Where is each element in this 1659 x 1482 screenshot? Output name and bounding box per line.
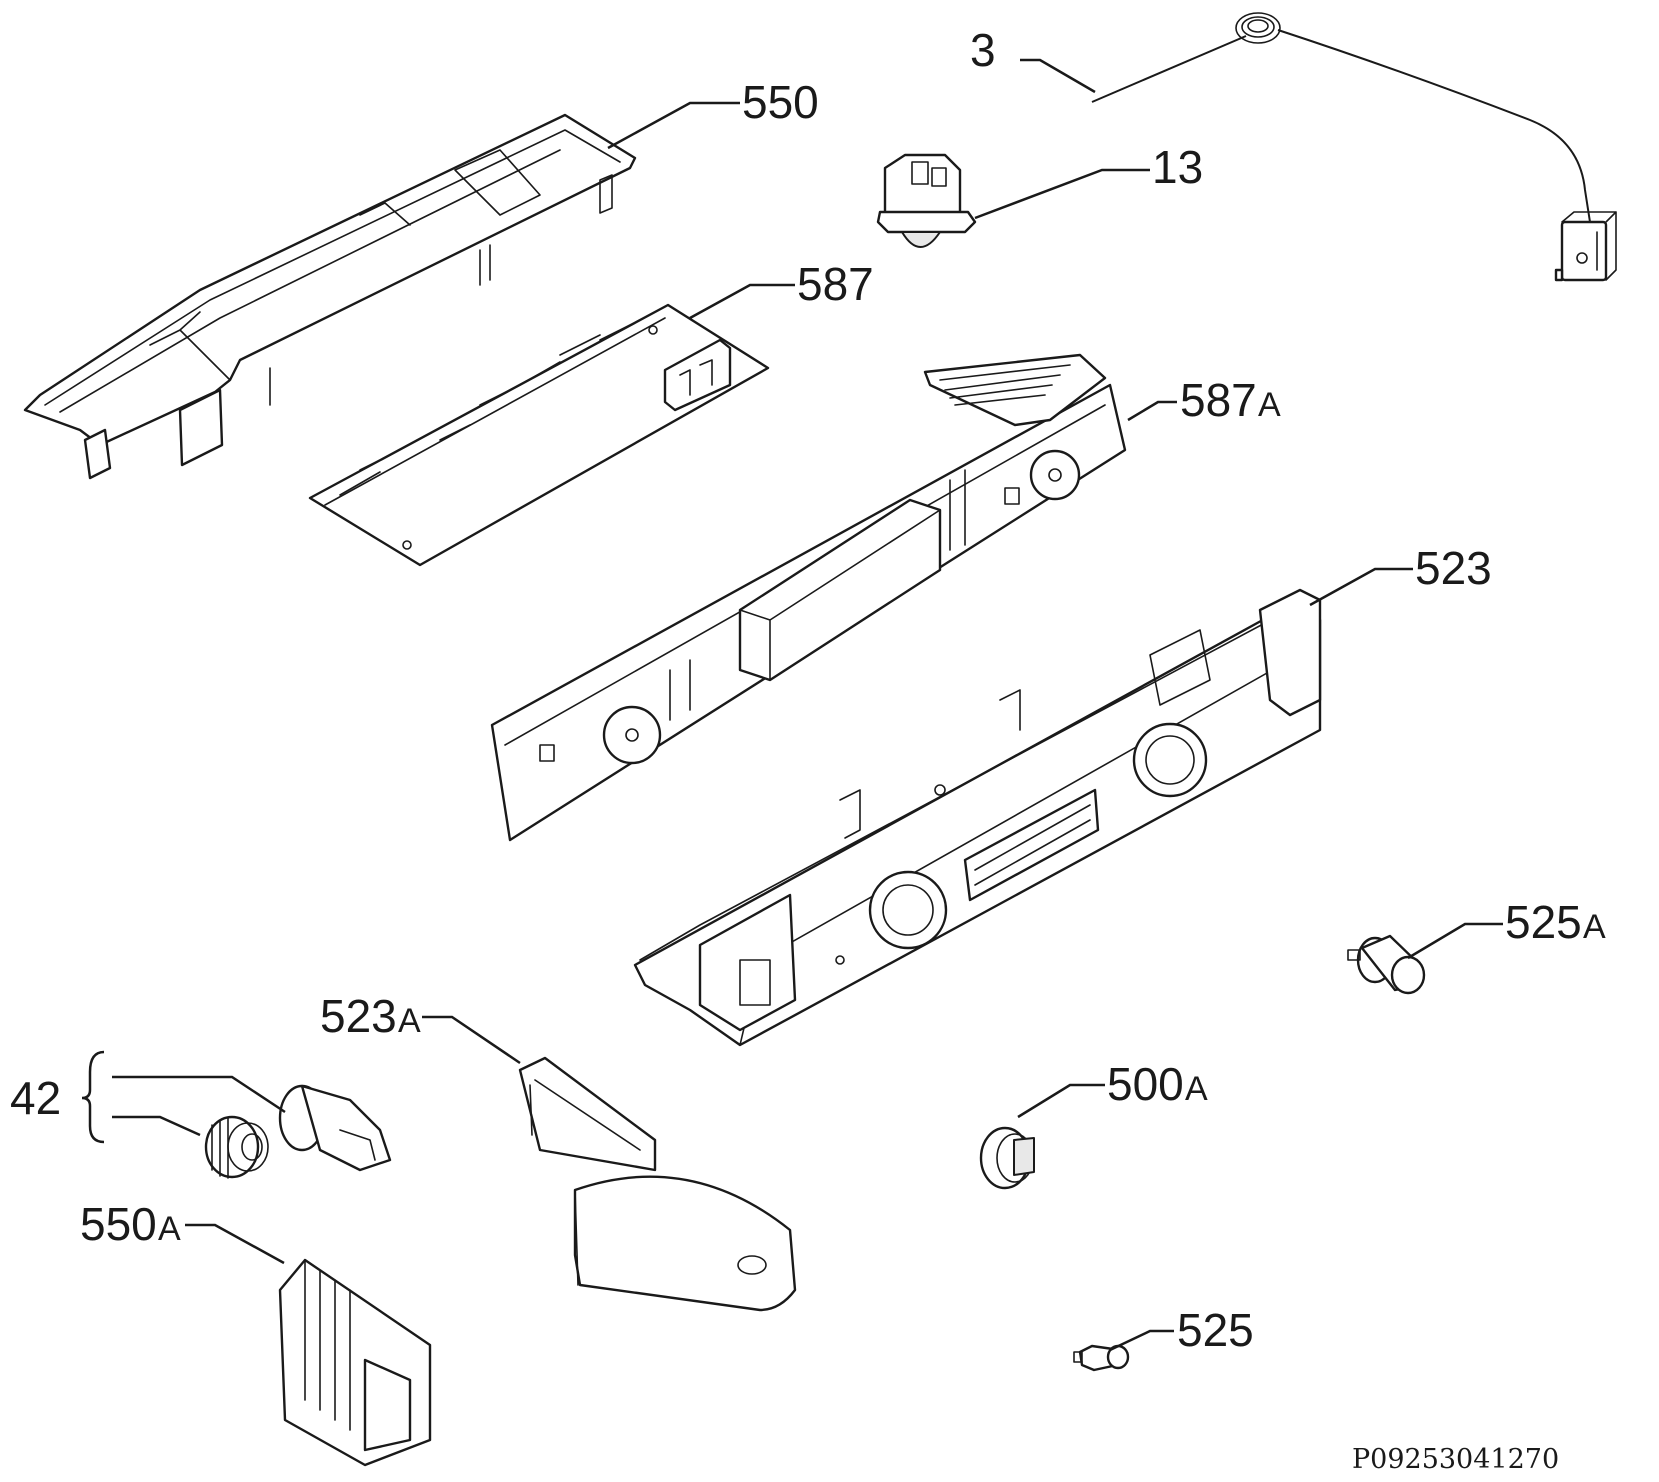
leader-lines — [81, 58, 1503, 1352]
label-550: 550 — [742, 76, 819, 128]
part-587a-board — [490, 353, 1127, 842]
part-523a-end-cap — [518, 1056, 797, 1312]
label-500a: 500 — [1107, 1058, 1184, 1110]
part-525-bulb — [1073, 1344, 1130, 1372]
part-500a-knob — [979, 1126, 1035, 1190]
label-525a-suffix: A — [1583, 908, 1606, 946]
part-13-switch — [876, 153, 977, 248]
label-3: 3 — [970, 24, 996, 76]
part-523-housing — [633, 588, 1322, 1047]
part-labels: 3 13 550 587 587 A 523 525 A 523 A 500 A… — [10, 24, 1606, 1475]
label-42: 42 — [10, 1072, 61, 1124]
label-587: 587 — [797, 258, 874, 310]
label-13: 13 — [1152, 141, 1203, 193]
part-525a-bulb — [1347, 934, 1426, 995]
label-550a-suffix: A — [158, 1210, 181, 1248]
label-550a: 550 — [80, 1198, 157, 1250]
label-525: 525 — [1177, 1304, 1254, 1356]
label-525a: 525 — [1505, 896, 1582, 948]
part-550-cover — [23, 113, 637, 480]
label-523a: 523 — [320, 990, 397, 1042]
part-42-knob-assembly — [204, 1084, 392, 1179]
label-523: 523 — [1415, 542, 1492, 594]
label-587a: 587 — [1180, 374, 1257, 426]
label-587a-suffix: A — [1258, 386, 1281, 424]
part-550a-end-cap — [278, 1258, 432, 1467]
part-3-thermostat — [1091, 12, 1617, 282]
label-500a-suffix: A — [1185, 1070, 1208, 1108]
part-587-board — [308, 303, 770, 567]
drawing-number: P09253041270 — [1352, 1444, 1559, 1475]
label-523a-suffix: A — [398, 1002, 421, 1040]
